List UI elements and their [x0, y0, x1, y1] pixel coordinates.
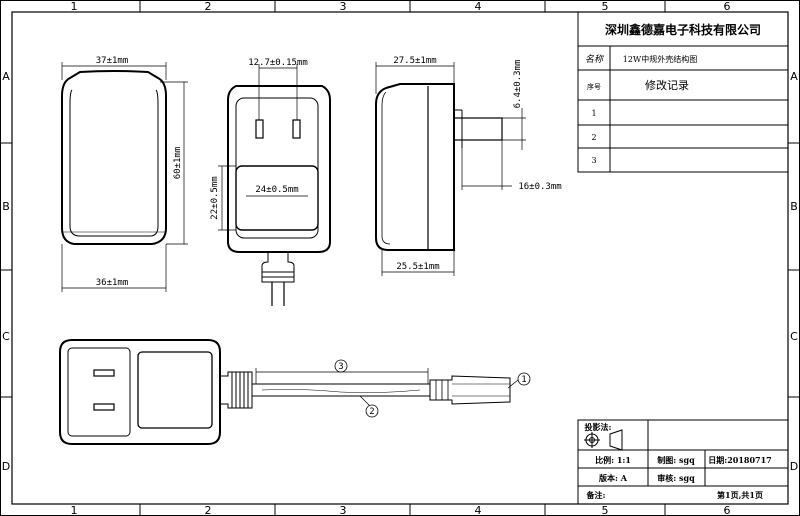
- callout-3-circle: [334, 359, 348, 373]
- revision-row-3: 3: [591, 156, 596, 165]
- dim-pin-spacing: 12.7±0.15mm: [248, 58, 308, 68]
- assembly-pin-top: [93, 369, 115, 377]
- side-pin: [453, 117, 503, 141]
- projection-symbol-icon: [584, 429, 623, 451]
- assembly-pin-bottom: [93, 403, 115, 411]
- dim-front-height: 60±1mm: [173, 147, 183, 180]
- front-view: [227, 85, 331, 306]
- remarks-label: 备注:: [586, 490, 606, 500]
- dim-pin-thickness: 6.4±0.3mm: [513, 60, 523, 109]
- drawing-frame: [11, 11, 789, 505]
- column-label-4-bottom: 4: [475, 504, 482, 516]
- drawing-name: 12W中规外壳结构图: [623, 54, 697, 64]
- dim-front-width-top: 37±1mm: [96, 56, 129, 66]
- column-label-2-bottom: 2: [205, 504, 212, 516]
- revision-row-2: 2: [591, 133, 596, 142]
- dim-label-width: 24±0.5mm: [255, 185, 298, 195]
- pin-right: [292, 119, 301, 139]
- back-view-dims: [61, 62, 188, 292]
- dim-side-depth-top: 27.5±1mm: [393, 56, 436, 66]
- projection-label: 投影法:: [585, 422, 612, 432]
- seq-label: 序号: [587, 82, 601, 91]
- title-block-top: [577, 11, 789, 173]
- assembly-dims: [255, 368, 519, 407]
- revision-row-1: 1: [591, 109, 596, 118]
- side-view-dims: [375, 62, 526, 276]
- column-label-3: 3: [340, 0, 347, 13]
- callout-2: 2: [369, 407, 374, 417]
- label-area: [235, 165, 319, 231]
- row-label-b-right: B: [790, 200, 798, 213]
- callout-2-circle: [365, 404, 379, 418]
- column-label-6-bottom: 6: [724, 504, 731, 516]
- column-label-3-bottom: 3: [340, 504, 347, 516]
- dim-label-height: 22±0.5mm: [210, 176, 220, 219]
- reviewer-label: 审核: sgq: [657, 473, 695, 483]
- column-label-6: 6: [724, 0, 731, 13]
- back-view: [61, 70, 167, 245]
- assembly-view: [59, 339, 511, 445]
- row-label-a-right: A: [790, 70, 798, 83]
- column-label-2: 2: [205, 0, 212, 13]
- dim-pin-length: 16±0.3mm: [518, 182, 561, 192]
- date-label: 日期:20180717: [708, 455, 771, 465]
- pin-left: [255, 119, 264, 139]
- dim-front-width-bottom: 36±1mm: [96, 278, 129, 288]
- callout-3: 3: [338, 362, 343, 372]
- dim-side-depth-bottom: 25.5±1mm: [396, 262, 439, 272]
- version-label: 版本: A: [598, 473, 628, 483]
- drawn-by-label: 制图: sgq: [657, 455, 695, 465]
- callout-1-circle: [517, 372, 531, 386]
- column-label-1: 1: [71, 0, 78, 13]
- name-label: 名称: [585, 54, 605, 65]
- scale-label: 比例: 1:1: [595, 455, 631, 465]
- page-label: 第1页,共1页: [717, 490, 763, 500]
- front-view-dims: [218, 64, 308, 231]
- column-label-5: 5: [602, 0, 609, 13]
- column-label-1-bottom: 1: [71, 504, 78, 516]
- callout-1: 1: [521, 375, 526, 385]
- row-label-a: A: [2, 70, 10, 83]
- row-label-c-right: C: [790, 330, 798, 343]
- title-block-bottom: [577, 419, 789, 505]
- revision-record-label: 修改记录: [645, 78, 689, 92]
- row-label-c: C: [2, 330, 10, 343]
- row-label-b: B: [2, 200, 10, 213]
- row-label-d-right: D: [790, 460, 798, 473]
- row-label-d: D: [2, 460, 10, 473]
- company-name: 深圳鑫德嘉电子科技有限公司: [605, 22, 761, 37]
- side-view: [375, 83, 503, 251]
- column-label-5-bottom: 5: [602, 504, 609, 516]
- column-label-4: 4: [475, 0, 482, 13]
